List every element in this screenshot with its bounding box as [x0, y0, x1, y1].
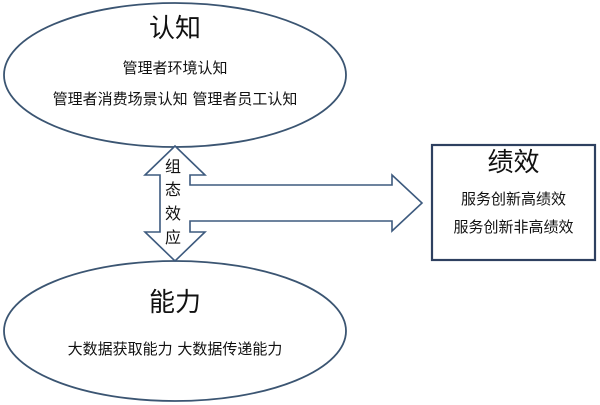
- performance-title: 绩效: [487, 148, 540, 178]
- cognition-item-scene-employee: 管理者消费场景认知 管理者员工认知: [52, 90, 298, 108]
- configuration-effect-arrow: [143, 144, 424, 263]
- effect-label-char: 态: [164, 180, 181, 199]
- ability-ellipse: [3, 260, 347, 402]
- cognition-item-environment: 管理者环境认知: [122, 59, 228, 77]
- performance-item-high: 服务创新高绩效: [460, 190, 566, 208]
- performance-box: [430, 143, 597, 262]
- effect-label-char: 组: [164, 157, 181, 176]
- ability-items: 大数据获取能力 大数据传递能力: [67, 340, 283, 358]
- cognition-title: 认知: [148, 14, 201, 44]
- effect-label-char: 应: [164, 228, 181, 247]
- performance-item-non-high: 服务创新非高绩效: [453, 218, 574, 236]
- ability-title: 能力: [148, 288, 201, 318]
- effect-label-char: 效: [164, 204, 181, 223]
